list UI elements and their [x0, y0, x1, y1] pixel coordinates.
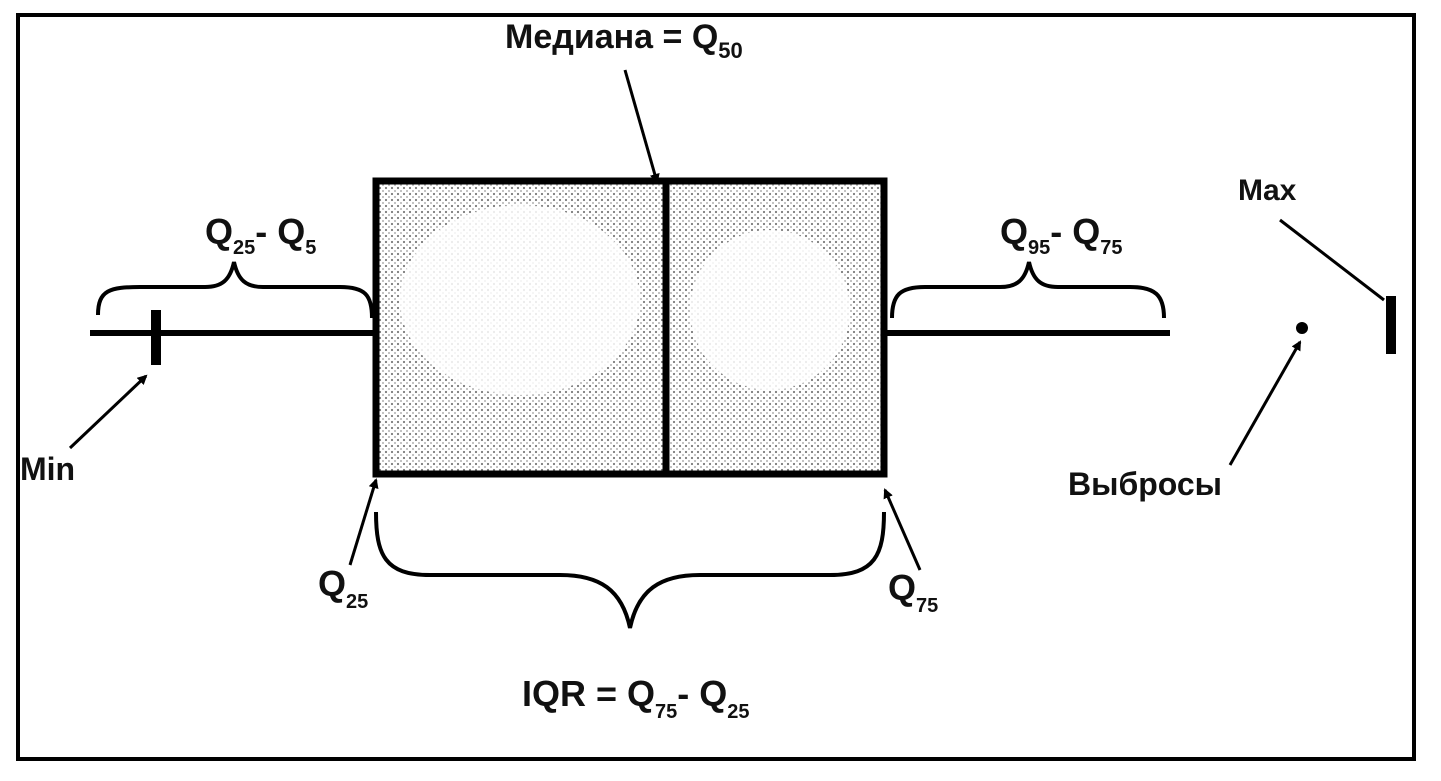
- iqr-label: IQR = Q75- Q25: [522, 673, 750, 723]
- outlier-point: [1296, 322, 1308, 334]
- left-whisker-brace: [96, 261, 374, 319]
- q75-label: Q75: [888, 567, 938, 617]
- left-whisker-label: Q25- Q5: [205, 211, 316, 259]
- max-marker: [1386, 296, 1396, 354]
- iqr-brace: [374, 511, 886, 629]
- q75-arrow: [883, 488, 922, 571]
- iqr-box: [372, 177, 888, 478]
- median-arrow: [623, 69, 660, 184]
- outliers-label: Выбросы: [1068, 466, 1222, 502]
- right-whisker-brace: [890, 261, 1166, 319]
- max-pointer: [1279, 218, 1385, 302]
- median-label: Медиана = Q50: [505, 18, 743, 63]
- min-arrow: [68, 374, 148, 450]
- q25-arrow: [348, 478, 379, 566]
- max-label: Max: [1238, 174, 1297, 207]
- outlier-arrow: [1228, 340, 1302, 466]
- min-label: Min: [20, 451, 75, 487]
- min-marker: [151, 310, 161, 365]
- q25-label: Q25: [318, 563, 368, 613]
- right-whisker-label: Q95- Q75: [1000, 211, 1123, 259]
- box-texture-light: [400, 205, 640, 395]
- box-texture-light: [690, 230, 850, 390]
